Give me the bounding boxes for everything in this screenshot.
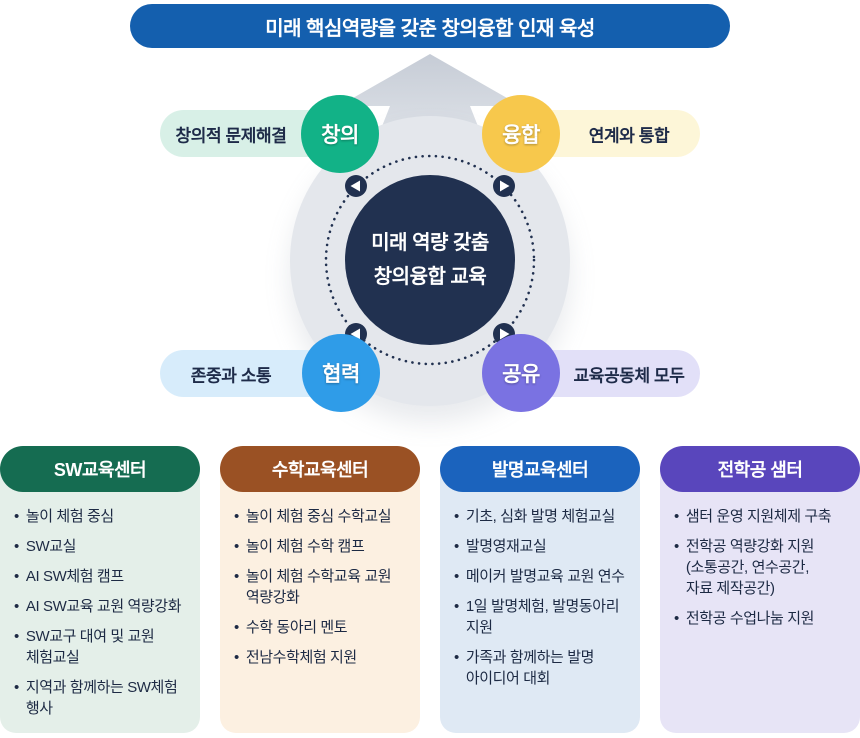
value-tag-gongyu: 교육공동체 모두 — [573, 366, 685, 385]
list-item: •1일 발명체험, 발명동아리 지원 — [454, 598, 620, 636]
card-jeonhakgong-saemteo: 전학공 샘터 •샘터 운영 지원체제 구축 •전학공 역량강화 지원 (소통공간… — [660, 446, 860, 733]
card-math-body: •놀이 체험 중심 수학교실 •놀이 체험 수학 캠프 •놀이 체험 수학교육 … — [220, 460, 420, 733]
bullet-dot: • — [454, 538, 459, 555]
bullet-dot: • — [14, 508, 19, 525]
list-item: •전남수학체험 지원 — [234, 649, 357, 666]
card-jeonhakgong-title: 전학공 샘터 — [717, 460, 803, 480]
banner-title: 미래 핵심역량을 갖춘 창의융합 인재 육성 — [265, 17, 595, 40]
value-label-changui: 창의 — [321, 124, 359, 147]
card-sw-title: SW교육센터 — [53, 460, 147, 480]
card-invention-header: 발명교육센터 — [440, 446, 640, 492]
list-item: •AI SW교육 교원 역량강화 — [14, 598, 182, 615]
list-item: •수학 동아리 멘토 — [234, 619, 348, 636]
bullet-dot: • — [674, 610, 679, 627]
list-item: •SW교실 — [14, 538, 77, 555]
list-item: •가족과 함께하는 발명 아이디어 대회 — [454, 649, 594, 687]
list-item: •전학공 역량강화 지원 (소통공간, 연수공간, 자료 제작공간) — [674, 538, 814, 597]
value-label-yunghap: 융합 — [502, 124, 540, 147]
value-tag-changui: 창의적 문제해결 — [175, 126, 287, 145]
card-sw-body: •놀이 체험 중심 •SW교실 •AI SW체험 캠프 •AI SW교육 교원 … — [0, 460, 200, 733]
value-tag-hyeomnyeok: 존중과 소통 — [190, 366, 272, 385]
hub-core-line1: 미래 역량 갖춤 — [371, 232, 489, 254]
value-label-gongyu: 공유 — [502, 363, 540, 386]
bullet-dot: • — [14, 628, 19, 645]
card-math-center: 수학교육센터 •놀이 체험 중심 수학교실 •놀이 체험 수학 캠프 •놀이 체… — [220, 446, 420, 733]
bullet-dot: • — [234, 568, 239, 585]
bullet-dot: • — [234, 508, 239, 525]
card-sw-center: SW교육센터 •놀이 체험 중심 •SW교실 •AI SW체험 캠프 •AI S… — [0, 446, 200, 733]
list-item: •기초, 심화 발명 체험교실 — [454, 508, 615, 525]
list-item: •놀이 체험 수학 캠프 — [234, 538, 365, 555]
list-item: •전학공 수업나눔 지원 — [674, 610, 814, 627]
bullet-dot: • — [14, 538, 19, 555]
bullet-dot: • — [14, 598, 19, 615]
bullet-dot: • — [14, 568, 19, 585]
list-item: •지역과 함께하는 SW체험 행사 — [14, 679, 178, 717]
list-item: •샘터 운영 지원체제 구축 — [674, 508, 832, 525]
value-circle-yunghap: 융합 — [482, 95, 560, 173]
list-item: •놀이 체험 수학교육 교원 역량강화 — [234, 568, 392, 606]
card-jeonhakgong-header: 전학공 샘터 — [660, 446, 860, 492]
bullet-dot: • — [674, 508, 679, 525]
list-item: •발명영재교실 — [454, 538, 547, 555]
value-label-hyeomnyeok: 협력 — [322, 363, 360, 386]
bullet-dot: • — [234, 538, 239, 555]
value-circle-gongyu: 공유 — [482, 334, 560, 412]
card-math-header: 수학교육센터 — [220, 446, 420, 492]
banner: 미래 핵심역량을 갖춘 창의융합 인재 육성 — [130, 4, 730, 48]
hub-core-line2: 창의융합 교육 — [373, 266, 487, 288]
bullet-dot: • — [14, 679, 19, 696]
card-invention-body: •기초, 심화 발명 체험교실 •발명영재교실 •메이커 발명교육 교원 연수 … — [440, 460, 640, 733]
bullet-dot: • — [454, 649, 459, 666]
list-item: •메이커 발명교육 교원 연수 — [454, 568, 625, 585]
list-item: •SW교구 대여 및 교원 체험교실 — [14, 628, 155, 666]
card-sw-header: SW교육센터 — [0, 446, 200, 492]
list-item: •놀이 체험 중심 — [14, 508, 114, 525]
list-item: •놀이 체험 중심 수학교실 — [234, 508, 392, 525]
card-jeonhakgong-body: •샘터 운영 지원체제 구축 •전학공 역량강화 지원 (소통공간, 연수공간,… — [660, 460, 860, 733]
bullet-dot: • — [454, 598, 459, 615]
value-circle-changui: 창의 — [301, 95, 379, 173]
list-item: •AI SW체험 캠프 — [14, 568, 124, 585]
value-circle-hyeomnyeok: 협력 — [302, 334, 380, 412]
card-math-title: 수학교육센터 — [271, 460, 369, 480]
bullet-dot: • — [234, 619, 239, 636]
bullet-dot: • — [674, 538, 679, 555]
card-invention-center: 발명교육센터 •기초, 심화 발명 체험교실 •발명영재교실 •메이커 발명교육… — [440, 446, 640, 733]
hub-core-circle: 미래 역량 갖춤 창의융합 교육 — [345, 175, 515, 345]
card-invention-title: 발명교육센터 — [491, 460, 589, 480]
bullet-dot: • — [234, 649, 239, 666]
bullet-dot: • — [454, 568, 459, 585]
value-tag-yunghap: 연계와 통합 — [588, 126, 670, 145]
bullet-dot: • — [454, 508, 459, 525]
